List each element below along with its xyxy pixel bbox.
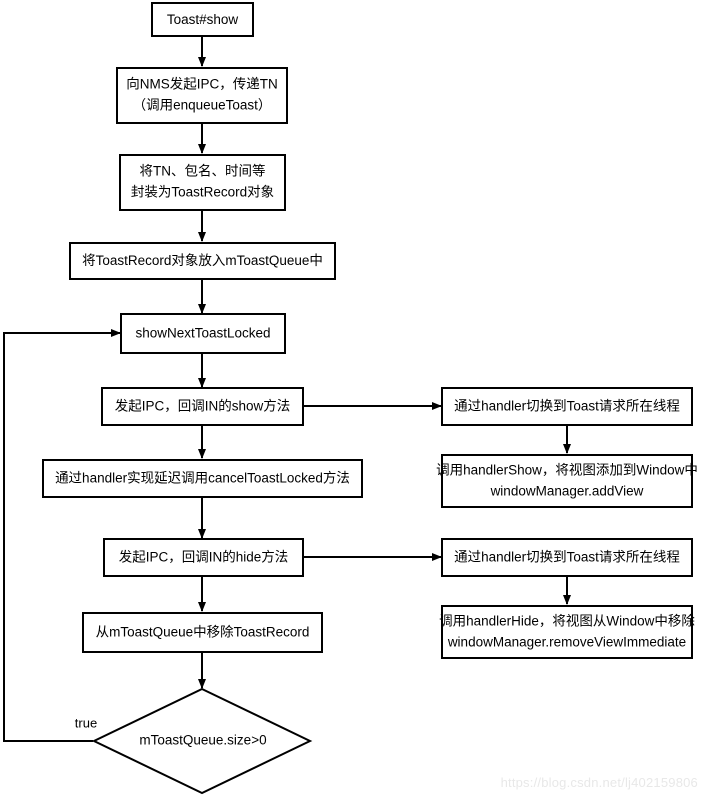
node-handler-hide-removeview-line1: 调用handlerHide，将视图从Window中移除: [439, 614, 695, 629]
node-handler-switch-hide-label: 通过handler切换到Toast请求所在线程: [454, 550, 680, 565]
node-handler-switch-show-shape: [441, 387, 693, 426]
node-queue-size-decision-shape: [91, 687, 313, 795]
node-ipc-hide-label: 发起IPC，回调IN的hide方法: [119, 550, 289, 565]
node-queue-size-decision-label: mToastQueue.size>0: [139, 733, 266, 748]
node-handler-hide-removeview[interactable]: 调用handlerHide，将视图从Window中移除 windowManage…: [439, 605, 695, 659]
node-remove-record[interactable]: 从mToastQueue中移除ToastRecord: [82, 612, 323, 653]
node-wrap-toastrecord[interactable]: 将TN、包名、时间等 封装为ToastRecord对象: [119, 154, 286, 211]
node-show-next-toast-locked-label: showNextToastLocked: [135, 326, 270, 341]
node-send-ipc-nms[interactable]: 向NMS发起IPC，传递TN （调用enqueueToast）: [116, 67, 288, 124]
node-send-ipc-nms-line2: （调用enqueueToast）: [133, 98, 272, 113]
node-ipc-hide[interactable]: 发起IPC，回调IN的hide方法: [103, 538, 304, 577]
node-delay-cancel-label: 通过handler实现延迟调用cancelToastLocked方法: [55, 471, 350, 486]
node-enqueue-record[interactable]: 将ToastRecord对象放入mToastQueue中: [69, 242, 336, 280]
node-ipc-show-label: 发起IPC，回调IN的show方法: [115, 399, 291, 414]
node-handler-show-addview-line2: windowManager.addView: [490, 484, 644, 499]
node-ipc-show[interactable]: 发起IPC，回调IN的show方法: [101, 387, 304, 426]
node-handler-switch-hide-shape: [441, 538, 693, 577]
node-delay-cancel[interactable]: 通过handler实现延迟调用cancelToastLocked方法: [42, 459, 363, 498]
watermark: https://blog.csdn.net/lj402159806: [500, 775, 698, 790]
node-wrap-toastrecord-line2: 封装为ToastRecord对象: [131, 185, 274, 200]
node-enqueue-record-shape: [69, 242, 336, 280]
node-send-ipc-nms-line1: 向NMS发起IPC，传递TN: [126, 77, 278, 92]
node-delay-cancel-shape: [42, 459, 363, 498]
edge-decision-true-loop-to-shownext: [3, 329, 121, 742]
node-queue-size-decision[interactable]: mToastQueue.size>0: [91, 687, 313, 795]
node-handler-show-addview[interactable]: 调用handlerShow，将视图添加到Window中 windowManage…: [436, 454, 698, 508]
node-remove-record-label: 从mToastQueue中移除ToastRecord: [96, 625, 310, 640]
node-enqueue-record-label: 将ToastRecord对象放入mToastQueue中: [82, 253, 323, 268]
node-handler-show-addview-shape: [441, 454, 693, 508]
node-ipc-show-shape: [101, 387, 304, 426]
node-handler-hide-removeview-line2: windowManager.removeViewImmediate: [447, 635, 686, 650]
node-toast-show-label: Toast#show: [167, 12, 239, 27]
node-toast-show-shape: [151, 2, 254, 37]
edge-label-true: true: [75, 715, 97, 730]
node-handler-switch-hide[interactable]: 通过handler切换到Toast请求所在线程: [441, 538, 693, 577]
node-handler-hide-removeview-shape: [441, 605, 693, 659]
node-wrap-toastrecord-shape: [119, 154, 286, 211]
node-remove-record-shape: [82, 612, 323, 653]
node-wrap-toastrecord-line1: 将TN、包名、时间等: [140, 163, 266, 179]
node-send-ipc-nms-shape: [116, 67, 288, 124]
node-handler-show-addview-line1: 调用handlerShow，将视图添加到Window中: [436, 463, 698, 478]
node-toast-show[interactable]: Toast#show: [151, 2, 254, 37]
edges-layer: [3, 36, 571, 742]
node-show-next-toast-locked[interactable]: showNextToastLocked: [120, 313, 286, 354]
node-handler-switch-show[interactable]: 通过handler切换到Toast请求所在线程: [441, 387, 693, 426]
node-handler-switch-show-label: 通过handler切换到Toast请求所在线程: [454, 399, 680, 414]
node-ipc-hide-shape: [103, 538, 304, 577]
node-show-next-toast-locked-shape: [120, 313, 286, 354]
